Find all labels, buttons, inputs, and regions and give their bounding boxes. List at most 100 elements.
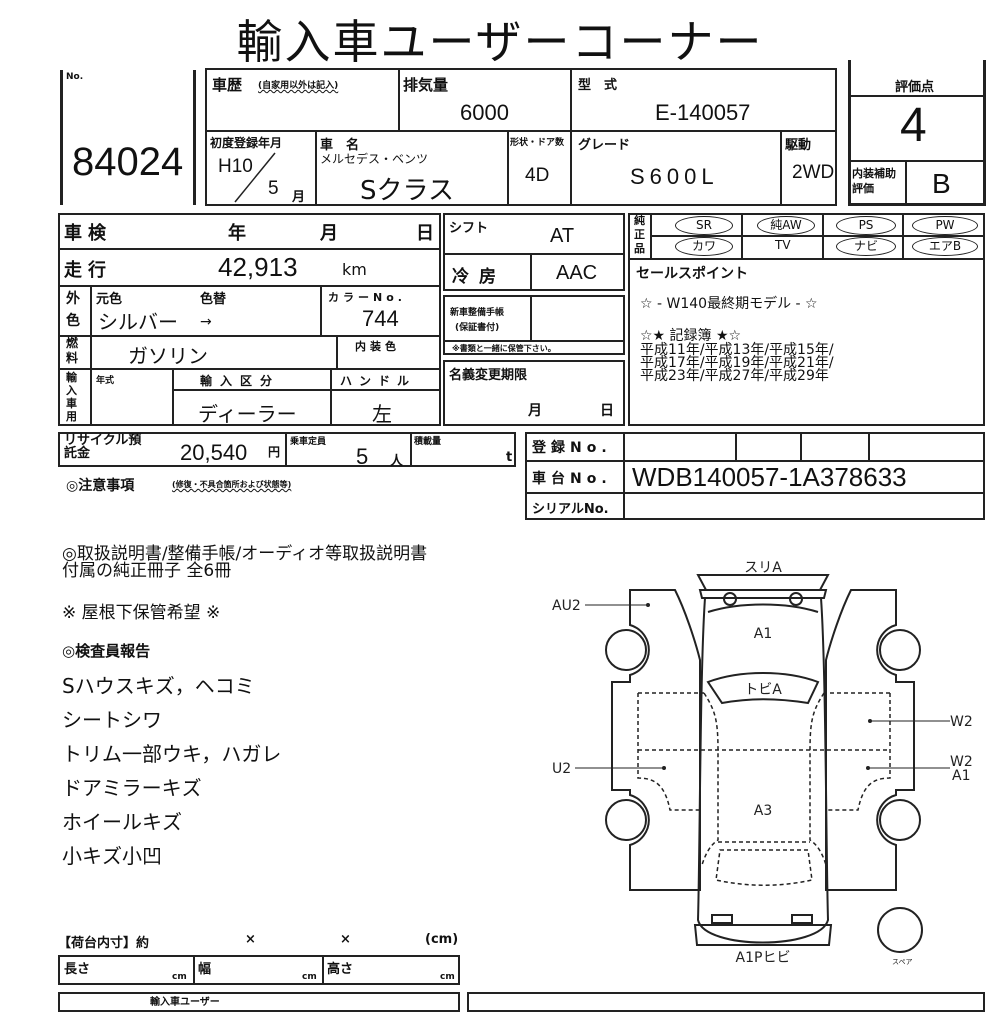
registration-box: [525, 432, 985, 520]
import-year-label: 年式: [96, 376, 115, 386]
cm-unit: cm: [440, 972, 455, 982]
import-type-label: 輸入区分: [200, 374, 281, 388]
note-line: 付属の純正冊子 全6冊: [62, 561, 232, 581]
car-name-label: 車 名: [320, 138, 360, 153]
shift-value: AT: [550, 225, 575, 247]
damage-right-door-front: W2: [950, 714, 973, 730]
shift-aircon-box: [443, 213, 625, 291]
interior-color-label: 内装色: [355, 340, 400, 353]
fuel-value: ガソリン: [128, 344, 208, 368]
damage-front: スリA: [744, 560, 782, 576]
cargo-unit: (cm): [425, 932, 459, 947]
interior-score-value: B: [932, 168, 951, 199]
options-label: 純正品: [634, 214, 645, 255]
displacement-label: 排気量: [403, 76, 449, 94]
aircon-value: AAC: [556, 262, 598, 284]
sales-line: ☆★ 記録簿 ★☆: [640, 328, 742, 344]
serial-no-label: シリアルNo.: [532, 502, 609, 517]
name-change-box: [443, 360, 625, 426]
import-type-value: ディーラー: [198, 402, 297, 426]
spare-label: スペア: [892, 958, 913, 966]
first-reg-month: 5: [268, 178, 279, 199]
color-arrow: →: [200, 314, 212, 330]
recycle-label: リサイクル預託金: [64, 433, 142, 461]
orig-color-label: 元色: [96, 292, 123, 307]
caution-note: (修復・不具合箇所および状態等): [172, 480, 292, 489]
color-label: 外色: [66, 291, 80, 329]
handle-value: 左: [372, 402, 392, 426]
reg-no-label: 登録No.: [532, 440, 612, 456]
sales-line: [640, 312, 834, 328]
drive-value: 2WD: [792, 162, 835, 183]
option-navi: ナビ: [836, 237, 896, 256]
maintenance-box: [443, 295, 625, 355]
cargo-height-label: 高さ: [327, 962, 354, 977]
damage-windshield: トビA: [744, 682, 782, 698]
model-code-label: 型 式: [578, 78, 618, 93]
capacity-value: 5: [356, 444, 369, 469]
car-damage-diagram: スリA A1 トビA A3 A1Pヒビ AU2 U2 W2 W2 A1 スペア: [552, 560, 973, 966]
damage-rear: A1Pヒビ: [736, 950, 791, 966]
option-genuine-aw: 純AW: [757, 216, 815, 235]
score-value: 4: [900, 99, 927, 152]
cargo-x2: ×: [340, 932, 351, 947]
damage-left-fender: AU2: [552, 598, 581, 614]
damage-right-door-rear-2: A1: [952, 768, 970, 784]
mileage-value: 42,913: [218, 252, 298, 282]
cargo-dimensions: [58, 955, 460, 985]
cargo-label: 【荷台内寸】約: [58, 936, 150, 951]
cargo-width-label: 幅: [198, 962, 212, 977]
inspector-item: シートシワ: [62, 708, 162, 732]
maintenance-sub: (保証書付): [455, 323, 500, 333]
inspection-year: 年: [228, 223, 246, 244]
score-box: [848, 60, 986, 206]
month-unit: 月: [292, 190, 306, 205]
inspector-item: ホイールキズ: [62, 810, 182, 834]
inspection-label: 車検: [64, 223, 112, 244]
vehicle-info-table: [205, 68, 837, 206]
color-change-label: 色替: [200, 292, 227, 307]
lot-number: 84024: [72, 140, 184, 184]
maintenance-label: 新車整備手帳: [450, 308, 505, 318]
fuel-label: 燃料: [66, 336, 79, 365]
inspection-day: 日: [416, 223, 434, 244]
shift-label: シフト: [449, 221, 489, 236]
sales-line: 平成23年/平成27年/平成29年: [640, 368, 829, 384]
option-pw: PW: [912, 216, 978, 235]
handle-label: ハンドル: [340, 374, 417, 388]
load-label: 積載量: [414, 437, 442, 447]
options-sales-box: [628, 213, 985, 426]
first-reg-label: 初度登録年月: [210, 136, 283, 150]
option-ps: PS: [836, 216, 896, 235]
recycle-value: 20,540: [180, 440, 248, 465]
aircon-label: 冷房: [452, 267, 506, 287]
grade-label: グレード: [578, 138, 631, 153]
mileage-label: 走行: [64, 260, 112, 281]
option-sr: SR: [675, 216, 733, 235]
damage-hood: A1: [754, 626, 772, 642]
grade-value: S600L: [630, 164, 719, 189]
condition-table: [58, 213, 441, 426]
recycle-unit: 円: [268, 445, 281, 459]
cm-unit: cm: [172, 972, 187, 982]
doors-value: 4D: [525, 165, 550, 186]
load-unit: t: [506, 450, 513, 465]
option-leather: カワ: [675, 237, 733, 256]
score-label: 評価点: [895, 80, 935, 95]
inspector-item: トリム一部ウキ，ハガレ: [62, 742, 282, 766]
cargo-x1: ×: [245, 932, 256, 947]
footer-right-box: [467, 992, 985, 1012]
sales-points-text: ☆ - W140最終期モデル - ☆☆★ 記録簿 ★☆平成11年/平成13年/平…: [640, 280, 834, 399]
note-line: ※ 屋根下保管希望 ※: [62, 603, 221, 623]
doors-label: 形状・ドア数: [510, 138, 565, 148]
displacement-value: 6000: [460, 100, 509, 125]
footer-text: 輸入車ユーザー: [150, 997, 220, 1008]
sales-line: 平成11年/平成13年/平成15年/: [640, 342, 834, 358]
drive-label: 駆動: [785, 138, 812, 153]
damage-roof: A3: [754, 803, 772, 819]
lot-bracket: [60, 70, 196, 205]
chassis-no-value: WDB140057-1A378633: [632, 462, 907, 492]
option-tv: TV: [775, 238, 791, 252]
car-name-value: Sクラス: [360, 176, 454, 206]
color-value: シルバー: [98, 310, 178, 334]
